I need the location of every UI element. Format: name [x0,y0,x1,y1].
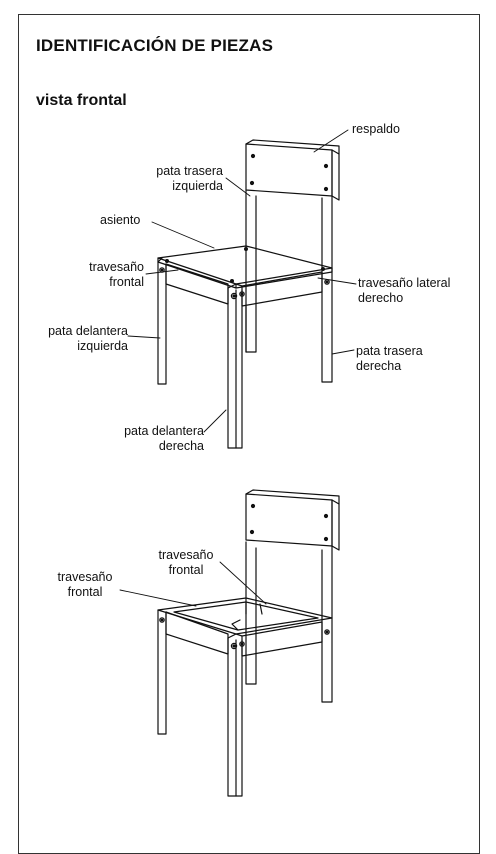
label-line: travesaño lateral [358,276,451,290]
label-line: derecho [358,291,404,305]
respaldo-top-edge [246,140,339,154]
screw-dot [322,268,325,271]
label-line: derecha [158,439,204,453]
chair-top [158,140,339,448]
label-line: travesaño [57,570,113,584]
label-line: pata trasera [356,344,423,358]
bolt [240,292,244,296]
front-right-leg [228,288,242,448]
section-subtitle: vista frontal [36,92,127,109]
label-line: pata delantera [48,324,128,338]
page-title: IDENTIFICACIÓN DE PIEZAS [36,36,274,55]
side-rail-right [242,272,322,306]
label-line: pata delantera [124,424,204,438]
back-left-post-b [246,542,256,684]
leader-lines-top [128,130,356,432]
label-travesano-frontal: travesaño frontal [40,260,144,290]
label-respaldo: respaldo [352,122,400,136]
label-pata-trasera-derecha: pata trasera derecha [356,344,423,374]
label-line: frontal [67,585,103,599]
label-line: travesaño [89,260,144,274]
label-pata-trasera-izquierda: pata trasera izquierda [108,164,223,194]
label-line: izquierda [77,339,128,353]
screw-dot [325,165,328,168]
label-asiento: asiento [100,213,141,227]
label-line: izquierda [172,179,223,193]
label-travesano-frontal-left: travesaño frontal [50,570,120,600]
leader-lines-bottom [120,562,266,606]
label-travesano-lateral-derecho: travesaño lateral derecho [358,276,450,306]
frame-outer [158,598,332,634]
screw-dot [251,182,254,185]
respaldo-panel [246,144,332,196]
screw-dot [245,248,248,251]
respaldo-panel-b [246,494,332,546]
front-left-leg [158,262,166,384]
label-line: frontal [109,275,144,289]
label-pata-delantera-derecha: pata delantera derecha [100,424,204,454]
label-line: frontal [168,563,204,577]
label-line: pata trasera [156,164,223,178]
screw-dot [325,188,328,191]
screw-dot [231,280,234,283]
label-line: travesaño [158,548,214,562]
frame-inner [174,602,318,630]
back-left-post [246,190,256,352]
label-line: derecha [356,359,402,373]
label-travesano-frontal-center: travesaño frontal [147,548,225,578]
screw-dot [166,260,169,263]
screw-dot [252,155,255,158]
chair-bottom [158,490,339,796]
label-pata-delantera-izquierda: pata delantera izquierda [20,324,128,354]
back-right-post-b [322,500,332,702]
asiento-top [158,246,332,284]
